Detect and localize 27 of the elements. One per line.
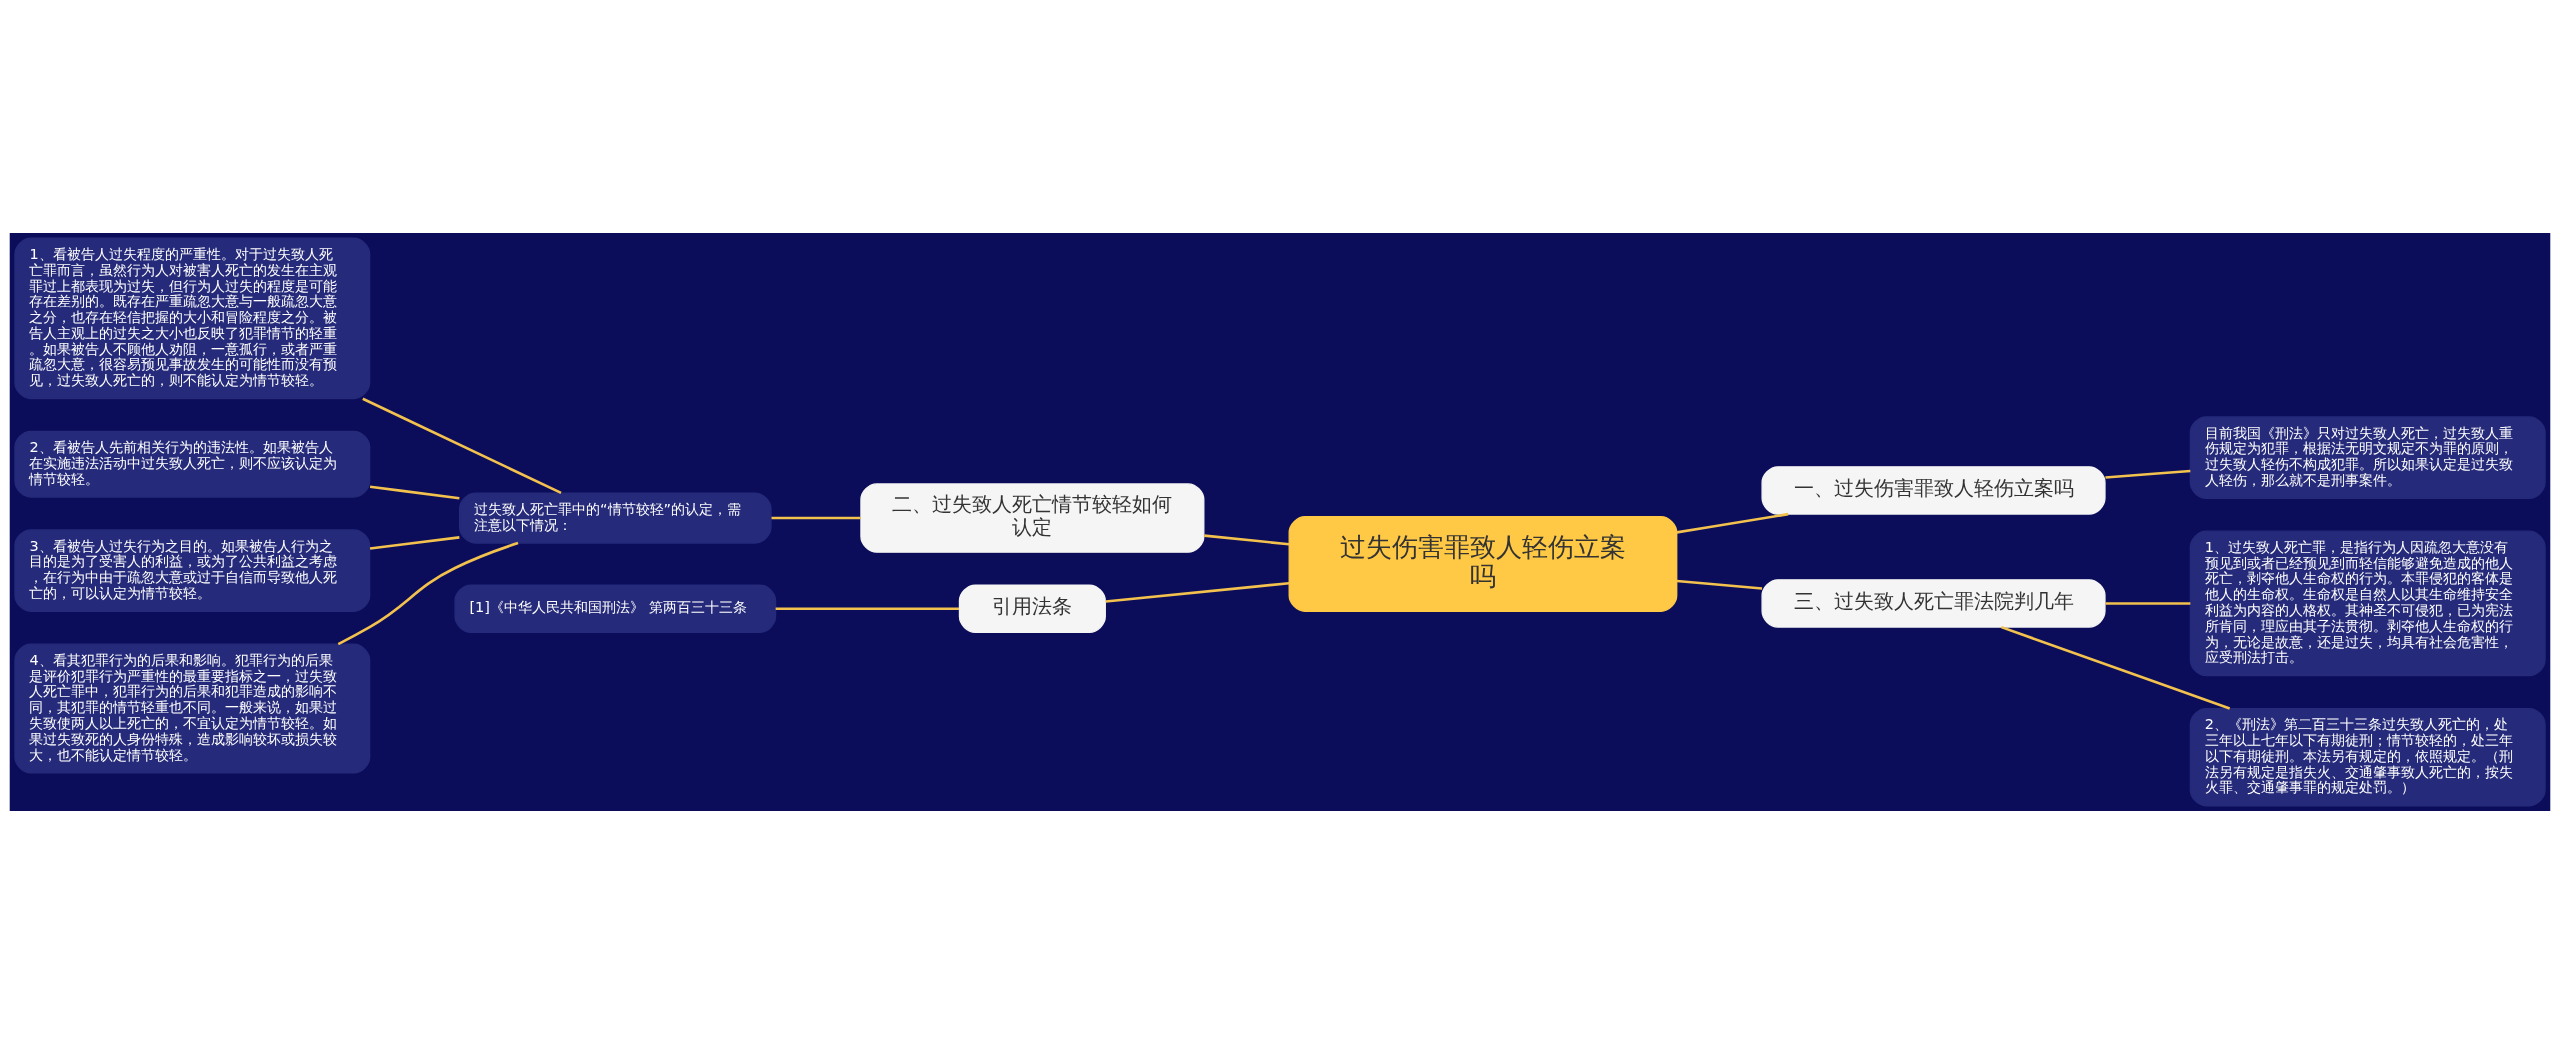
node-box: 1、看被告人过失程度的严重性。对于过失致人死亡罪而言，虽然行为人对被害人死亡的发生在主观罪过上都表现为过失，但行为人过失的程度是可能存在差别的。既存在严重疏忽大意与一般疏忽大意之分，也存在轻信把握的大小和冒险程度之分。被告人主观上的过失之大小也反映了犯罪情节的轻重。如果被告人不顾他人劝阻，一意孤行，或者严重疏忽大意，很容易预见事故发生的可能性而没有预见，过失致人死亡的，则不能认定为情节较轻。: [14, 237, 371, 400]
node-box: 3、看被告人过失行为之目的。如果被告人行为之目的是为了受害人的利益，或为了公共利益之考虑，在行为中由于疏忽大意或过于自信而导致他人死亡的，可以认定为情节较轻。: [14, 529, 371, 612]
connector: [1676, 512, 1789, 534]
connector: [1204, 534, 1290, 546]
connector: [2105, 602, 2191, 605]
connector: [369, 536, 460, 550]
node-box: 过失伤害罪致人轻伤立案吗: [1288, 516, 1678, 612]
connector: [775, 607, 959, 610]
node-box: 目前我国《刑法》只对过失致人死亡，过失致人重伤规定为犯罪，根据法无明文规定不为罪的原则，过失致人轻伤不构成犯罪。所以如果认定是过失致人轻伤，那么就不是刑事案件。: [2189, 416, 2546, 499]
node-box: 2、看被告人先前相关行为的违法性。如果被告人在实施违法活动中过失致人死亡，则不应该认定为情节较轻。: [14, 430, 371, 498]
connector: [337, 541, 519, 646]
node-box: 引用法条: [958, 584, 1106, 633]
connector: [1676, 579, 1763, 590]
node-box: 1、过失致人死亡罪，是指行为人因疏忽大意没有预见到或者已经预见到而轻信能够避免造成的他人死亡，剥夺他人生命权的行为。本罪侵犯的客体是他人的生命权。生命权是自然人以其生命维持安全利益为内容的人格权。其神圣不可侵犯，已为宪法所肯同，理应由其子法贯彻。剥夺他人生命权的行为，无论是故意，还是过失，均具有社会危害性，应受刑法打击。: [2189, 530, 2546, 677]
node-box: 过失致人死亡罪中的“情节较轻”的认定，需注意以下情况：: [458, 492, 772, 544]
connector: [1105, 581, 1290, 603]
node-box: [1]《中华人民共和国刑法》 第两百三十三条: [454, 584, 777, 633]
node-box: 2、《刑法》第二百三十三条过失致人死亡的，处三年以上七年以下有期徒刑；情节较轻的，处三年以下有期徒刑。本法另有规定的，依照规定。（刑法另有规定是指失火、交通肇事致人死亡的，按失火罪、交通肇事罪的规定处罚。）: [2189, 707, 2546, 807]
node-box: 一、过失伤害罪致人轻伤立案吗: [1761, 466, 2106, 515]
connector: [2000, 625, 2231, 710]
connector: [362, 397, 562, 495]
node-box: 4、看其犯罪行为的后果和影响。犯罪行为的后果是评价犯罪行为严重性的最重要指标之一，过失致人死亡罪中，犯罪行为的后果和犯罪造成的影响不同，其犯罪的情节轻重也不同。一般来说，如果过失致使两人以上死亡的，不宜认定为情节较轻。如果过失致死的人身份特殊，造成影响较坏或损失较大，也不能认定情节较轻。: [14, 643, 371, 774]
connector: [369, 485, 460, 500]
connector: [2105, 469, 2191, 479]
connector: [771, 516, 861, 520]
node-box: 三、过失致人死亡罪法院判几年: [1761, 579, 2106, 628]
node-box: 二、过失致人死亡情节较轻如何认定: [860, 483, 1205, 553]
